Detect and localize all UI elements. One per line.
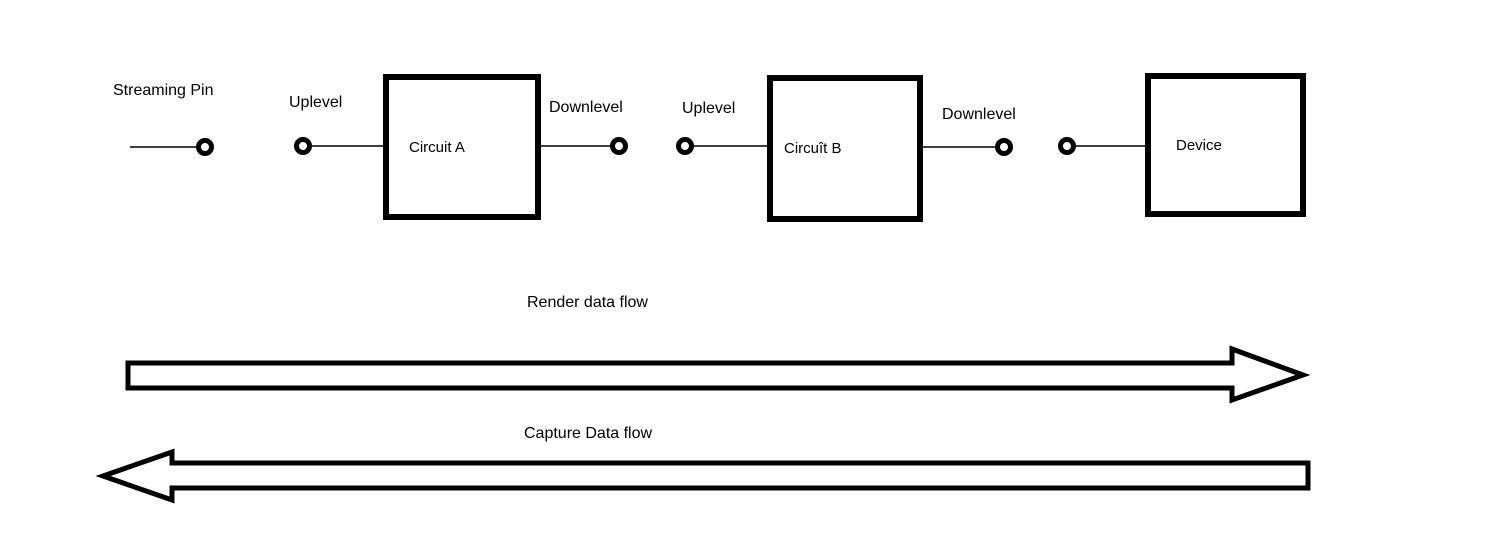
device-input-pin-icon [1058, 137, 1076, 155]
circuit-a-node-label: Circuit A [409, 138, 465, 156]
uplevel-a-pin-icon [294, 137, 312, 155]
downlevel-b-label: Downlevel [942, 106, 1016, 123]
streaming-pin-label: Streaming Pin [113, 82, 214, 99]
uplevel-a-label: Uplevel [289, 94, 343, 111]
circuit-b-node: Circuît B [767, 75, 923, 222]
uplevel-b-pin-icon [676, 137, 694, 155]
circuit-b-node-label: Circuît B [784, 140, 842, 157]
downlevel-a-pin-icon [610, 137, 628, 155]
downlevel-b-pin-icon [995, 138, 1013, 156]
uplevel-b-label: Uplevel [682, 100, 736, 117]
circuit-a-node: Circuit A [383, 74, 541, 220]
capture-flow-label: Capture Data flow [524, 425, 653, 442]
capture-flow-arrow [95, 448, 1311, 504]
render-flow-label: Render data flow [527, 294, 648, 311]
device-node: Device [1145, 73, 1306, 217]
downlevel-a-label: Downlevel [549, 99, 623, 116]
render-flow-arrow [125, 345, 1311, 404]
streaming-pin-terminal-icon [196, 138, 214, 156]
device-node-label: Device [1176, 136, 1222, 154]
